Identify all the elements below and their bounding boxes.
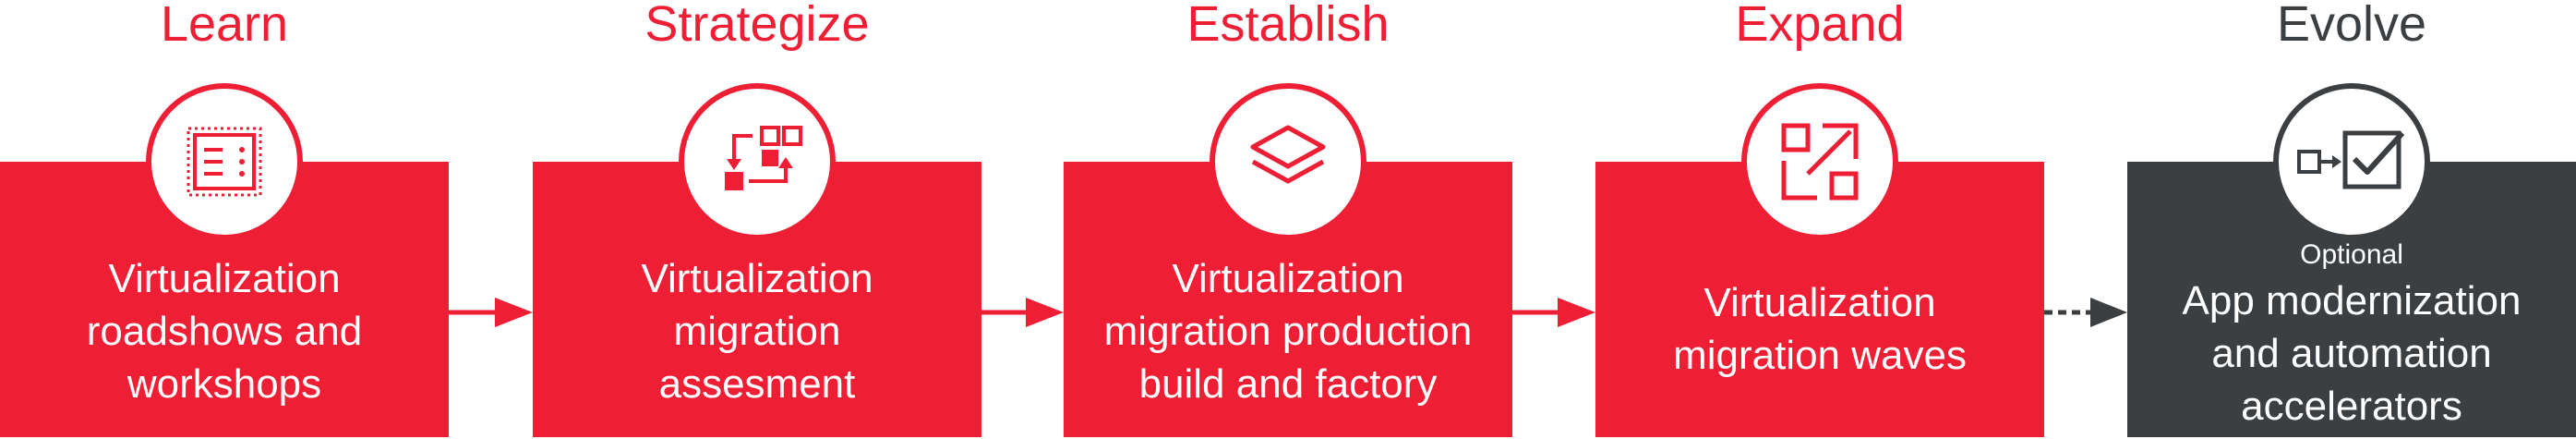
- dashed-connector-arrow: [2044, 294, 2127, 331]
- stage-description-strategize: Virtualization migration assesment: [533, 252, 981, 410]
- stage-title-evolve: Evolve: [2276, 0, 2427, 52]
- strategy-flow-icon: [679, 83, 836, 240]
- stage-box-establish: Virtualization migration production buil…: [1064, 162, 1512, 437]
- description-line: migration: [673, 309, 841, 354]
- description-line: App modernization: [2182, 278, 2522, 323]
- expand-icon: [1741, 83, 1898, 240]
- description-line: build and factory: [1138, 361, 1438, 407]
- connector-arrow: [449, 294, 533, 331]
- stage-description-expand: Virtualization migration waves: [1595, 276, 2044, 382]
- stage-title-expand: Expand: [1735, 0, 1905, 52]
- layers-icon: [1210, 83, 1366, 240]
- stage-title-establish: Establish: [1186, 0, 1390, 52]
- description-line: roadshows and: [86, 309, 363, 354]
- description-line: Virtualization: [1172, 256, 1404, 301]
- description-line: assesment: [658, 361, 856, 407]
- description-line: and automation: [2211, 331, 2492, 376]
- stage-description-evolve: App modernization and automation acceler…: [2127, 274, 2576, 433]
- description-line: migration production: [1103, 309, 1473, 354]
- checkbox-flow-icon: [2273, 83, 2430, 240]
- stage-description-learn: Virtualization roadshows and workshops: [0, 252, 449, 410]
- description-line: Virtualization: [108, 256, 341, 301]
- description-line: workshops: [126, 361, 322, 407]
- description-line: migration waves: [1673, 333, 1967, 378]
- connector-arrow: [981, 294, 1064, 331]
- stage-description-establish: Virtualization migration production buil…: [1064, 252, 1512, 410]
- description-line: accelerators: [2241, 384, 2462, 429]
- roadshow-board-icon: [146, 83, 303, 240]
- description-line: Virtualization: [1703, 280, 1936, 325]
- optional-label: Optional: [2300, 239, 2403, 270]
- stage-title-learn: Learn: [160, 0, 289, 52]
- connector-arrow: [1512, 294, 1595, 331]
- description-line: Virtualization: [641, 256, 873, 301]
- stage-title-strategize: Strategize: [644, 0, 870, 52]
